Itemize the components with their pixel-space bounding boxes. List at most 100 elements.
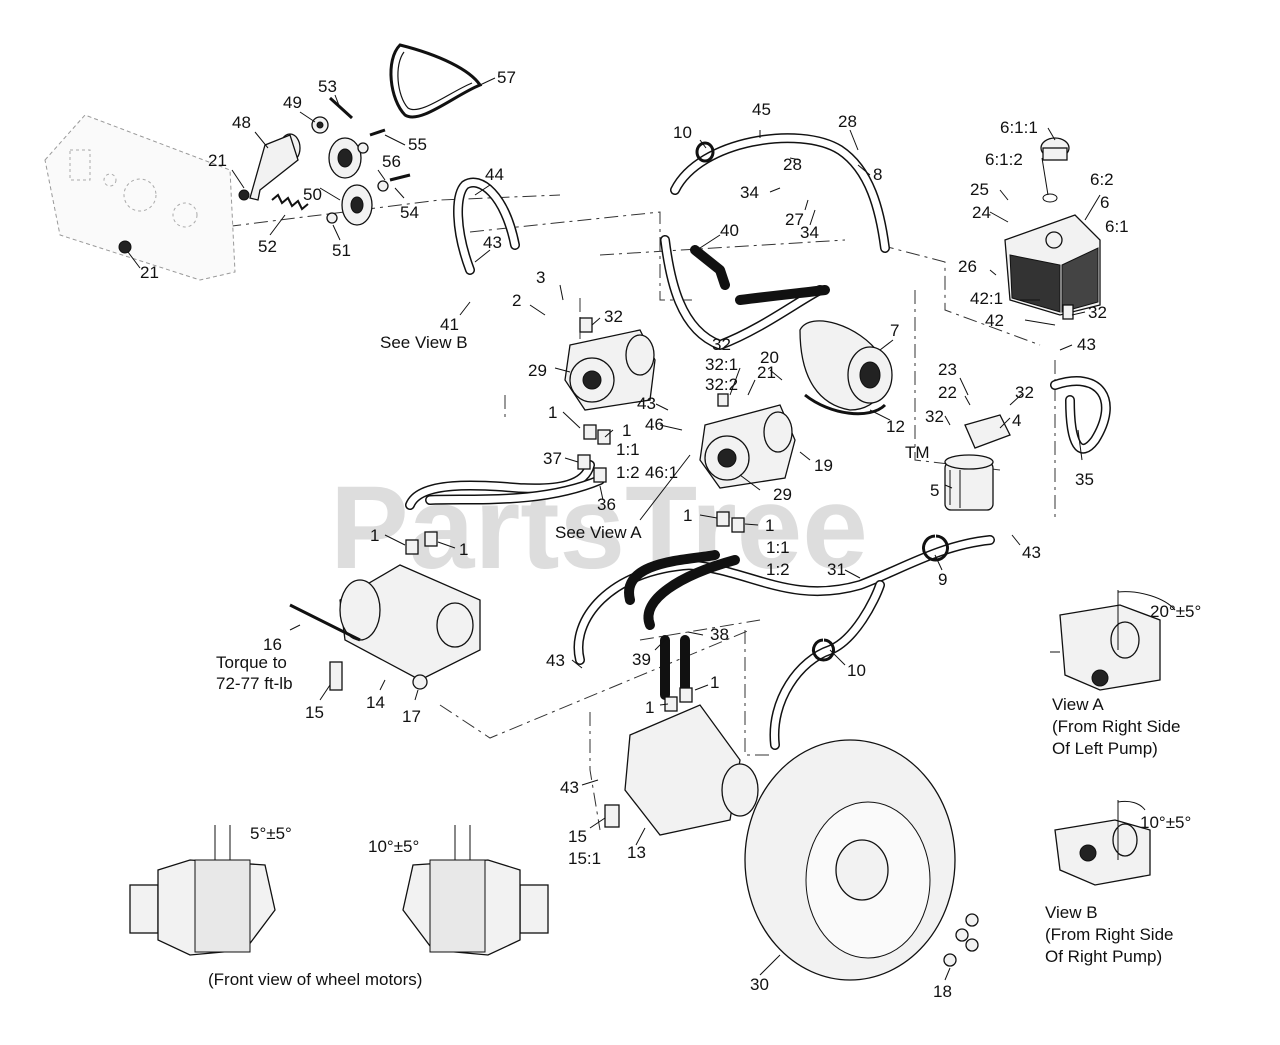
fittings (405, 141, 1074, 712)
callout-28-mid: 28 (783, 155, 802, 174)
rear-wheel (744, 739, 979, 981)
callout-31: 31 (827, 560, 846, 579)
front-view-angle-left: 5°±5° (250, 824, 292, 843)
callout-43-mid: 43 (637, 394, 656, 413)
callout-43-top: 43 (483, 233, 502, 252)
callout-10-lower: 10 (847, 661, 866, 680)
callout-3: 3 (536, 268, 545, 287)
idler-belt-assembly (118, 43, 483, 254)
callout-24: 24 (972, 203, 991, 222)
callout-36: 36 (597, 495, 616, 514)
callout-10-top: 10 (673, 123, 692, 142)
callout-46-1: 46:1 (645, 463, 678, 482)
view-labels: 20°±5° View A (From Right Side Of Left P… (208, 602, 1201, 989)
torque-line-1: Torque to (216, 653, 287, 672)
callout-32-filter-right: 32 (1015, 383, 1034, 402)
callout-15-right: 15 (568, 827, 587, 846)
front-view-angle-right: 10°±5° (368, 837, 419, 856)
callout-1-1-b: 1:1 (766, 538, 790, 557)
callout-41: 41 (440, 315, 459, 334)
view-b-line-2: (From Right Side (1045, 925, 1173, 944)
callout-labels: 57 53 49 48 21 55 56 50 54 52 51 21 10 4… (140, 68, 1129, 1001)
callout-53: 53 (318, 77, 337, 96)
callout-7: 7 (890, 321, 899, 340)
callout-8: 8 (873, 165, 882, 184)
callout-1-1-a: 1:1 (616, 440, 640, 459)
callout-42: 42 (985, 311, 1004, 330)
callout-52: 52 (258, 237, 277, 256)
pump-drive-belt (799, 320, 893, 416)
callout-32-filter-left: 32 (925, 407, 944, 426)
callout-29-right: 29 (773, 485, 792, 504)
view-b-angle: 10°±5° (1140, 813, 1191, 832)
callout-55: 55 (408, 135, 427, 154)
callout-50: 50 (303, 185, 322, 204)
callout-37: 37 (543, 449, 562, 468)
callout-1-d: 1 (765, 516, 774, 535)
callout-12: 12 (886, 417, 905, 436)
callout-21-right: 21 (757, 363, 776, 382)
callout-18: 18 (933, 982, 952, 1001)
callout-1-2-b: 1:2 (766, 560, 790, 579)
callout-57: 57 (497, 68, 516, 87)
callout-32-reservoir: 32 (1088, 303, 1107, 322)
callout-21-top: 21 (208, 151, 227, 170)
callout-16: 16 (263, 635, 282, 654)
dashed-assembly-lines (119, 194, 1056, 831)
callout-29-left: 29 (528, 361, 547, 380)
left-wheel-motor (289, 564, 481, 691)
view-a-title: View A (1052, 695, 1104, 714)
callout-2: 2 (512, 291, 521, 310)
callout-1-h: 1 (710, 673, 719, 692)
callout-13: 13 (627, 843, 646, 862)
callout-49: 49 (283, 93, 302, 112)
hydraulic-reservoir (1004, 137, 1101, 316)
callout-19: 19 (814, 456, 833, 475)
callout-1-f: 1 (459, 540, 468, 559)
callout-56: 56 (382, 152, 401, 171)
right-wheel-motor (604, 704, 759, 836)
callout-9: 9 (938, 570, 947, 589)
callout-1-e: 1 (370, 526, 379, 545)
view-b-sketch (1054, 800, 1151, 886)
callout-23: 23 (938, 360, 957, 379)
callout-30: 30 (750, 975, 769, 994)
torque-line-2: 72-77 ft-lb (216, 674, 293, 693)
view-a-sketch (1050, 590, 1176, 691)
callout-6-2: 6:2 (1090, 170, 1114, 189)
callout-48: 48 (232, 113, 251, 132)
callout-6-1: 6:1 (1105, 217, 1129, 236)
callout-43-lower: 43 (546, 651, 565, 670)
callout-6-1-2: 6:1:2 (985, 150, 1023, 169)
front-view-caption: (Front view of wheel motors) (208, 970, 422, 989)
front-view-wheel-motors (129, 825, 549, 956)
callout-32-1: 32:1 (705, 355, 738, 374)
callout-6-1-1: 6:1:1 (1000, 118, 1038, 137)
callout-1-b: 1 (622, 421, 631, 440)
callout-32-right-pump: 32 (712, 335, 731, 354)
callout-43-right: 43 (1022, 543, 1041, 562)
view-a-angle: 20°±5° (1150, 602, 1201, 621)
callout-1-c: 1 (683, 506, 692, 525)
callout-14: 14 (366, 693, 385, 712)
callout-43-bottom: 43 (560, 778, 579, 797)
callout-1-2-a: 1:2 (616, 463, 640, 482)
callout-38: 38 (710, 625, 729, 644)
leader-lines (127, 77, 1101, 981)
callout-32-2: 32:2 (705, 375, 738, 394)
watermark-trademark: TM (905, 443, 930, 462)
view-a-line-2: (From Right Side (1052, 717, 1180, 736)
frame-plate (44, 114, 236, 281)
callout-22: 22 (938, 383, 957, 402)
callout-1-a: 1 (548, 403, 557, 422)
callout-44: 44 (485, 165, 504, 184)
callout-40: 40 (720, 221, 739, 240)
callout-51: 51 (332, 241, 351, 260)
callout-25: 25 (970, 180, 989, 199)
callout-32-left-pump: 32 (604, 307, 623, 326)
view-a-line-3: Of Left Pump) (1052, 739, 1158, 758)
callout-4: 4 (1012, 411, 1021, 430)
callout-27: 27 (785, 210, 804, 229)
hydraulic-hoses (405, 133, 1111, 750)
